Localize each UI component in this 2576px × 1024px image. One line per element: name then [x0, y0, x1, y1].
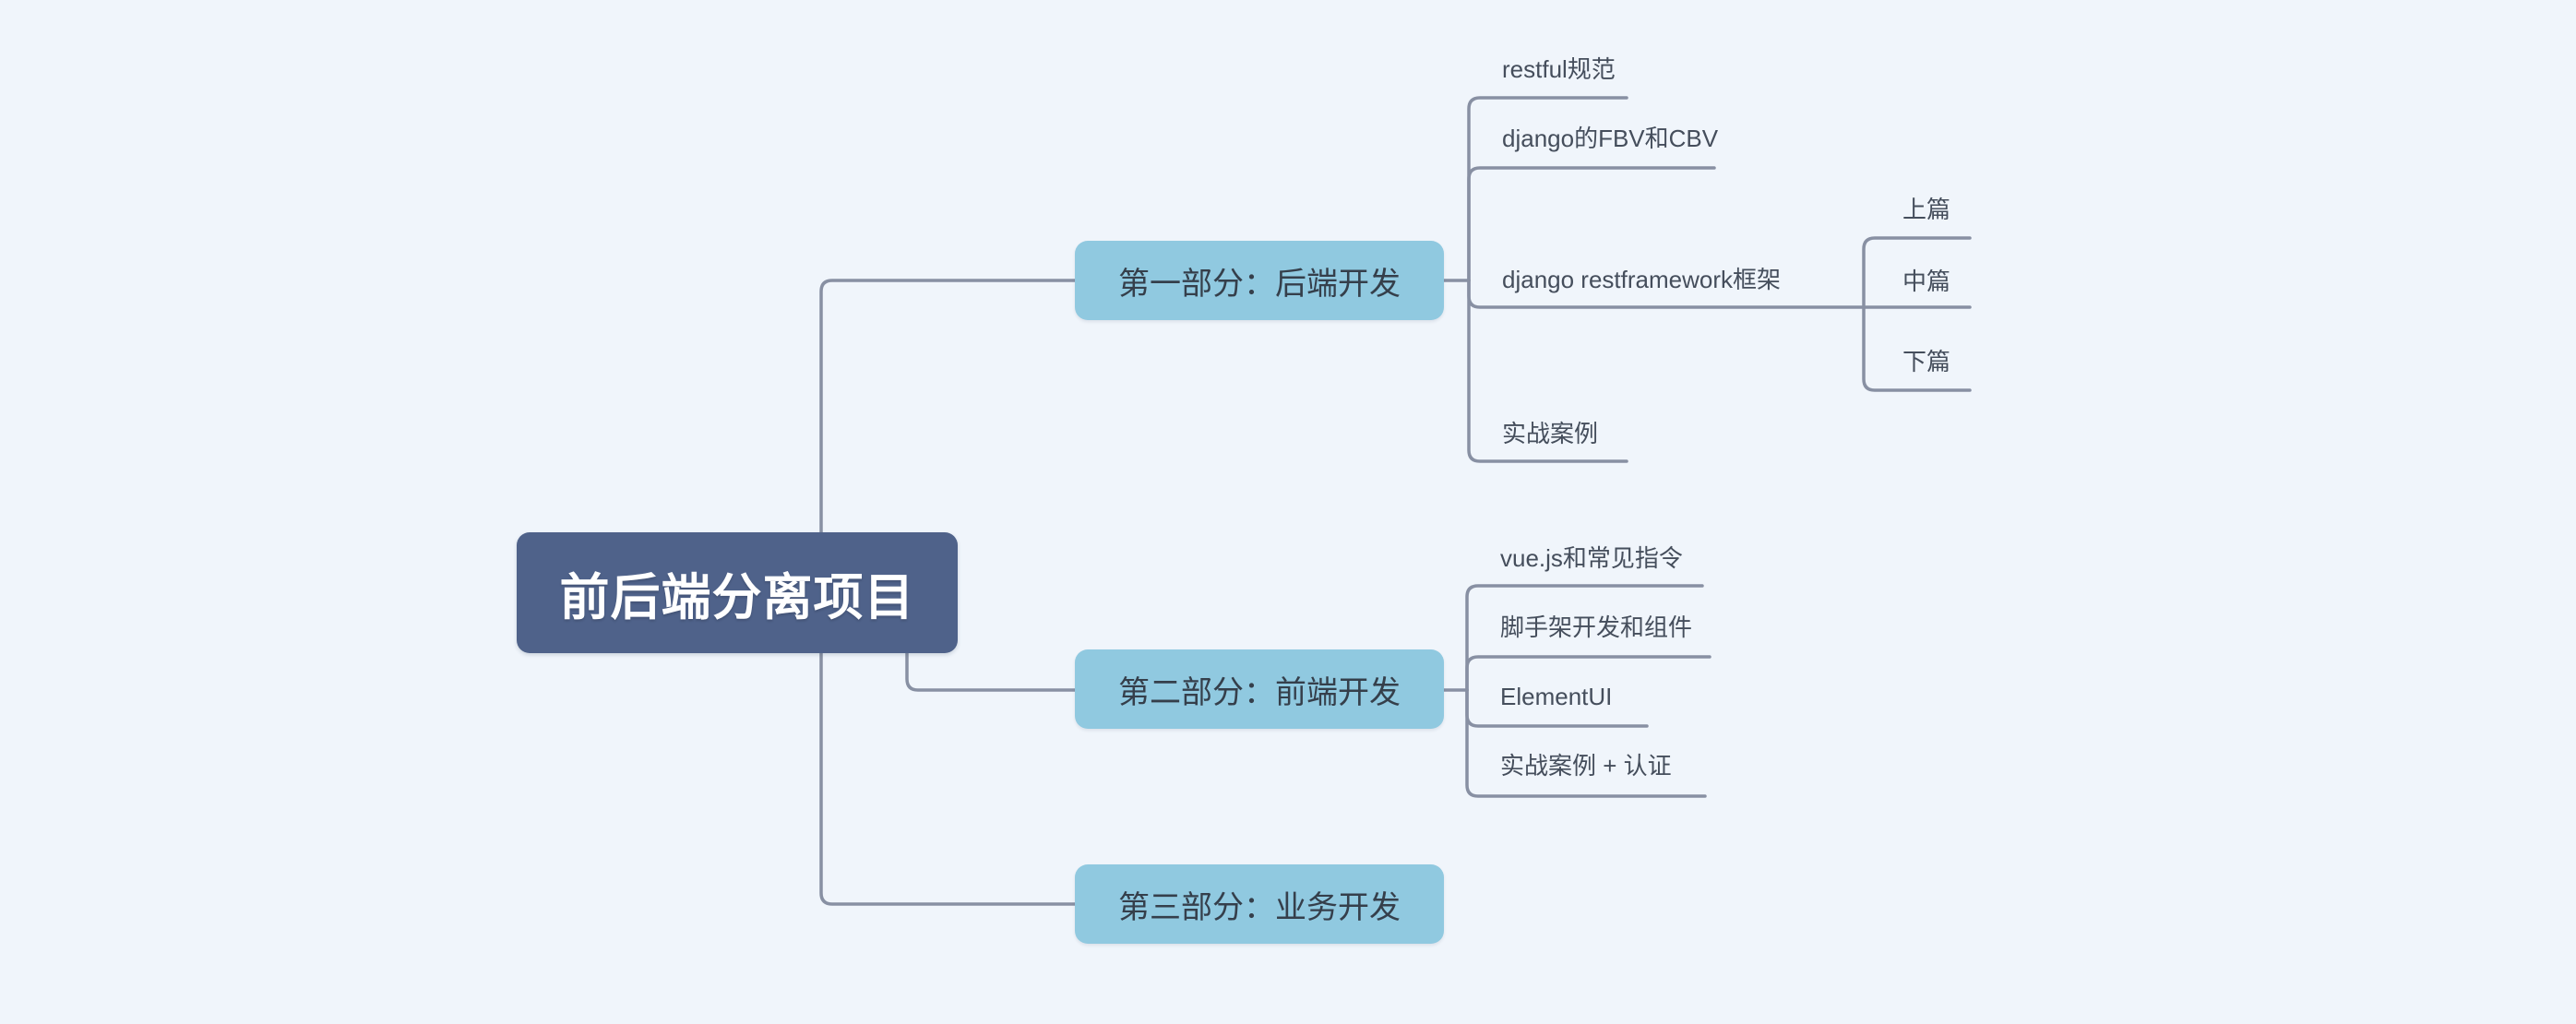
leaf-zhongpian[interactable]: 中篇	[1902, 268, 1951, 295]
leaf-shizhan-auth[interactable]: 实战案例 + 认证	[1500, 752, 1672, 780]
branch-node-backend[interactable]: 第一部分：后端开发	[1075, 241, 1444, 320]
root-node[interactable]: 前后端分离项目	[517, 532, 958, 653]
connector-branch2-child2	[1465, 655, 1711, 692]
connector-branch1-child4	[1467, 279, 1628, 463]
connector-drf-child1	[1862, 236, 1972, 309]
leaf-restful[interactable]: restful规范	[1502, 55, 1616, 83]
leaf-shangpian[interactable]: 上篇	[1902, 196, 1951, 223]
branch-node-frontend[interactable]: 第二部分：前端开发	[1075, 649, 1444, 729]
leaf-elementui[interactable]: ElementUI	[1500, 683, 1613, 710]
leaf-shizhan-anli[interactable]: 实战案例	[1502, 420, 1599, 447]
connector-branch1-child1	[1467, 96, 1628, 282]
connector-branch1-child2	[1467, 166, 1716, 282]
leaf-fbv-cbv[interactable]: django的FBV和CBV	[1502, 125, 1719, 152]
connector-branch2-child1	[1465, 584, 1704, 692]
leaf-xiapian[interactable]: 下篇	[1902, 348, 1951, 375]
connector-branch2-child4	[1465, 688, 1707, 798]
connector-root-branch1	[819, 279, 1077, 534]
connector-root-branch2	[905, 651, 1077, 692]
leaf-vuejs[interactable]: vue.js和常见指令	[1500, 544, 1683, 572]
leaf-restframework[interactable]: django restframework框架	[1502, 266, 1781, 293]
leaf-scaffold[interactable]: 脚手架开发和组件	[1500, 613, 1693, 641]
connector-root-branch3	[819, 651, 1077, 906]
branch-node-business[interactable]: 第三部分：业务开发	[1075, 864, 1444, 944]
connector-drf-child3	[1862, 305, 1972, 392]
